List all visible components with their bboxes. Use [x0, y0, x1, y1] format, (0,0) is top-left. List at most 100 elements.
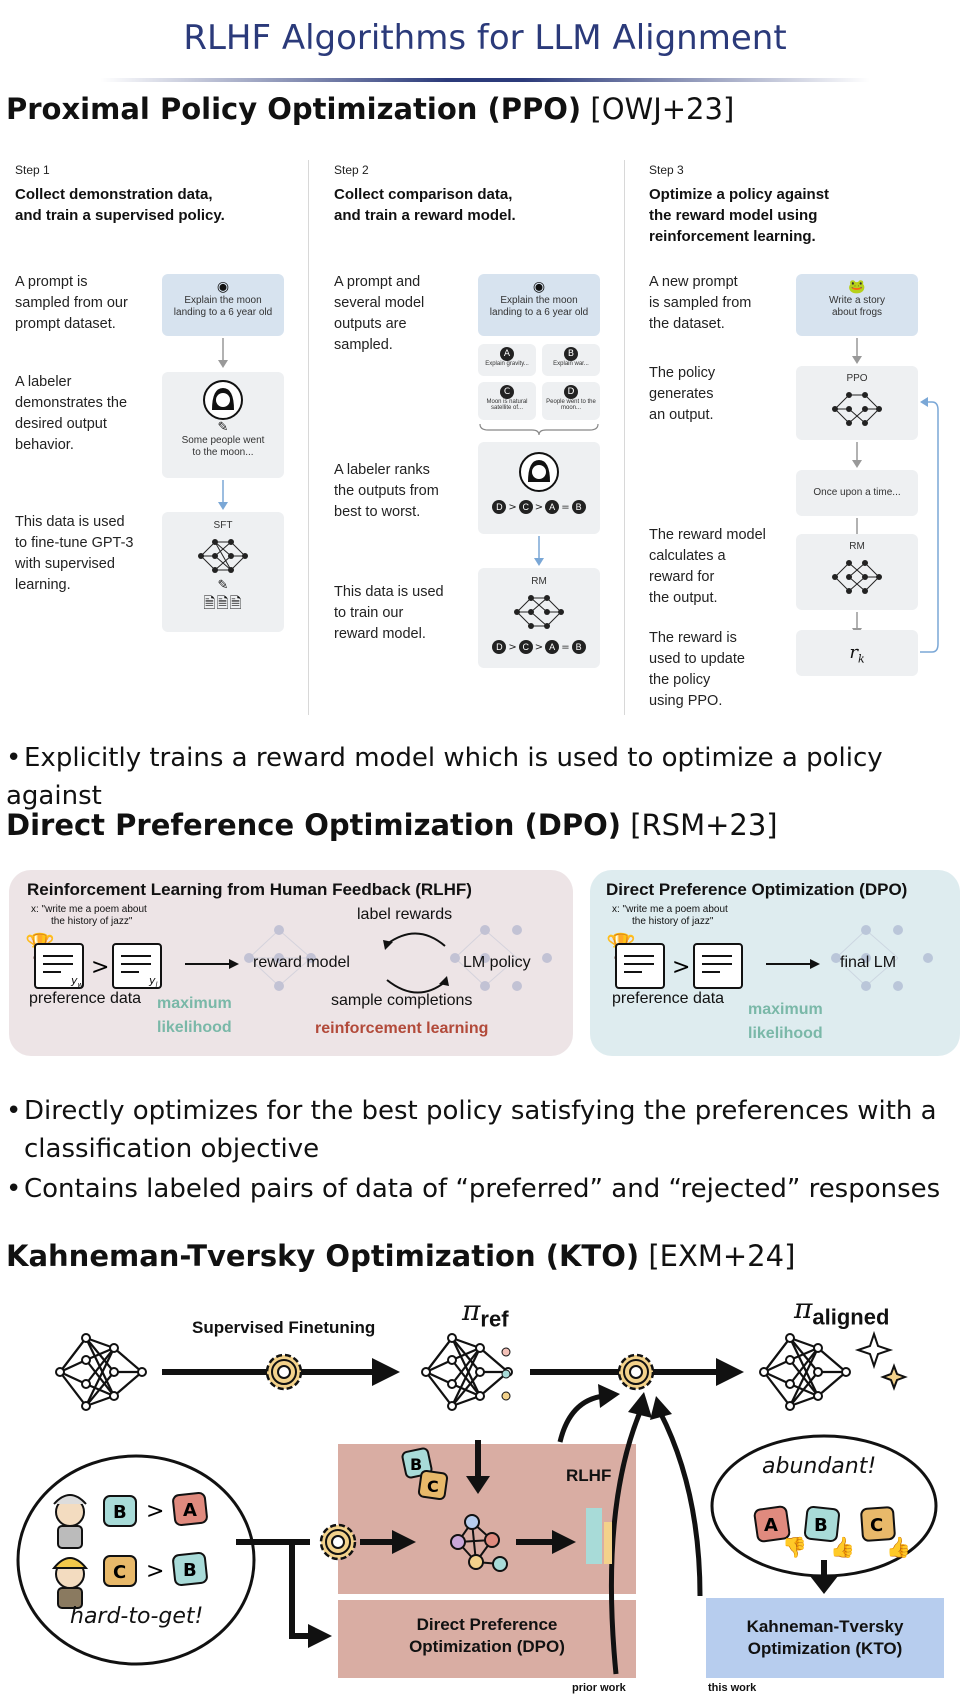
pair2-left-letter: C: [113, 1562, 126, 1583]
desc-line: several model: [334, 295, 425, 311]
desc-line: reward for: [649, 569, 715, 585]
card-line: Write a story: [829, 295, 885, 306]
desc-line: The reward model: [649, 527, 766, 543]
bullet-dot: •: [6, 743, 22, 773]
arrow-down-icon: [852, 338, 862, 364]
step3-label: Step 3: [649, 163, 684, 177]
label-line: Optimization (DPO): [409, 1637, 565, 1656]
pi-subscript: ref: [480, 1306, 509, 1332]
pencil-icon: ✎: [217, 420, 229, 435]
option-letter: A: [500, 347, 514, 361]
desc-line: best to worst.: [334, 504, 421, 520]
faded-network-icon: [450, 925, 552, 991]
pi-subscript: aligned: [812, 1304, 890, 1330]
max-likelihood-label: maximum likelihood: [157, 992, 232, 1040]
desc-line: the output.: [649, 590, 718, 606]
step1-title-line: and train a supervised policy.: [15, 207, 225, 224]
desc-line: generates: [649, 386, 714, 402]
annotator-icons: [51, 1494, 89, 1609]
rm-label: RM: [531, 576, 547, 587]
pencil-icon: ✎: [217, 578, 229, 593]
card-line: to the moon...: [192, 447, 254, 458]
desc-line: The reward is: [649, 630, 737, 646]
rlhf-label: RLHF: [566, 1466, 612, 1485]
option-text: People went to the moon...: [546, 399, 596, 411]
option-card-c: C Moon is natural satellite of...: [478, 382, 536, 420]
label-line: likelihood: [157, 1019, 232, 1036]
ranking-letter: A: [545, 500, 560, 514]
dpo-region: [338, 1600, 636, 1678]
pair1-right-letter: A: [183, 1500, 197, 1521]
ranking-operator: >: [508, 501, 517, 513]
desc-line: the policy: [649, 672, 711, 688]
brace-icon: [479, 423, 599, 436]
arrow-down-icon: [534, 536, 544, 566]
ppo-heading-text: Proximal Policy Optimization (PPO): [6, 92, 582, 126]
max-likelihood-label: maximum likelihood: [748, 998, 823, 1046]
ranking-row: D>C>A=B: [478, 640, 600, 654]
step2-title: Collect comparison data, and train a rew…: [334, 184, 516, 226]
option-card-d: D People went to the moon...: [542, 382, 600, 420]
prompt-card-text: Write a story about frogs: [796, 295, 918, 319]
reinforcement-learning-label: reinforcement learning: [315, 1020, 489, 1037]
documents-icon: 🗎🗎🗎: [203, 594, 243, 612]
ppo-bullet: •Explicitly trains a reward model which …: [6, 739, 956, 815]
ranking-operator: >: [508, 641, 517, 653]
ranking-operator: >: [534, 501, 544, 513]
prompt-card: 🐸 Write a story about frogs: [796, 274, 918, 336]
yw-subscript: w: [77, 981, 84, 990]
ranking-letter: C: [518, 640, 533, 654]
kto-heading: Kahneman-Tversky Optimization (KTO) [EXM…: [6, 1239, 795, 1273]
pi-aligned-label: πaligned: [794, 1292, 889, 1331]
desc-line: behavior.: [15, 437, 74, 453]
preference-data-label: preference data: [29, 990, 142, 1007]
arrow-down-icon: [218, 480, 228, 510]
ppo-diagram: Step 1 Collect demonstration data, and t…: [0, 150, 970, 715]
arrow-right-icon: [185, 959, 239, 969]
prior-work-label: prior work: [572, 1682, 626, 1694]
label-line: Direct Preference: [416, 1615, 558, 1634]
option-letter: C: [500, 385, 514, 399]
desc-line: A prompt and: [334, 274, 421, 290]
reward-model-card: RM D>C>A=B: [478, 568, 600, 668]
base-model-network-icon: [54, 1332, 148, 1412]
desc-line: A prompt is: [15, 274, 88, 290]
desc-line: calculates a: [649, 548, 726, 564]
abundant-label: abundant!: [762, 1454, 877, 1479]
desc-line: A labeler ranks: [334, 462, 430, 478]
reward-value: rk: [796, 630, 918, 683]
option-text: Explain war...: [553, 361, 589, 367]
pi-symbol: π: [462, 1294, 481, 1327]
ranking-operator: =: [561, 641, 570, 653]
pi-ref-label: πref: [462, 1294, 509, 1333]
ranking-letter: B: [571, 640, 586, 654]
output-card: Once upon a time...: [796, 470, 918, 516]
desc-line: learning.: [15, 577, 71, 593]
desc-line: A new prompt: [649, 274, 738, 290]
moon-icon: ◉: [216, 279, 230, 295]
dpo-heading: Direct Preference Optimization (DPO) [RS…: [6, 808, 778, 842]
option-card-a: A Explain gravity...: [478, 344, 536, 376]
step3-desc-policy: The policy generates an output.: [649, 363, 715, 426]
kto-region: [706, 1598, 944, 1678]
sample-completions-label: sample completions: [331, 992, 473, 1009]
step2-desc-train: This data is used to train our reward mo…: [334, 582, 444, 645]
desc-line: outputs are: [334, 316, 407, 332]
label-line: maximum: [157, 995, 232, 1012]
step3-desc-reward-model: The reward model calculates a reward for…: [649, 525, 766, 609]
demonstration-card: ✎ Some people went to the moon...: [162, 372, 284, 478]
stack-c-letter: C: [427, 1477, 439, 1496]
rm-label: RM: [849, 541, 865, 552]
ranking-letter: A: [545, 640, 560, 654]
arrow-down-icon: [852, 442, 862, 468]
step2-label: Step 2: [334, 163, 369, 177]
desc-line: sampled.: [334, 337, 393, 353]
desc-line: an output.: [649, 407, 714, 423]
colored-nodes: [501, 1347, 511, 1401]
labeler-avatar-icon: [519, 452, 559, 492]
dpo-panel: Direct Preference Optimization (DPO) x: …: [590, 870, 960, 1056]
preference-pair-icon: >: [615, 943, 743, 989]
desc-line: is sampled from: [649, 295, 752, 311]
desc-line: The policy: [649, 365, 716, 381]
moon-icon: ◉: [532, 279, 546, 295]
